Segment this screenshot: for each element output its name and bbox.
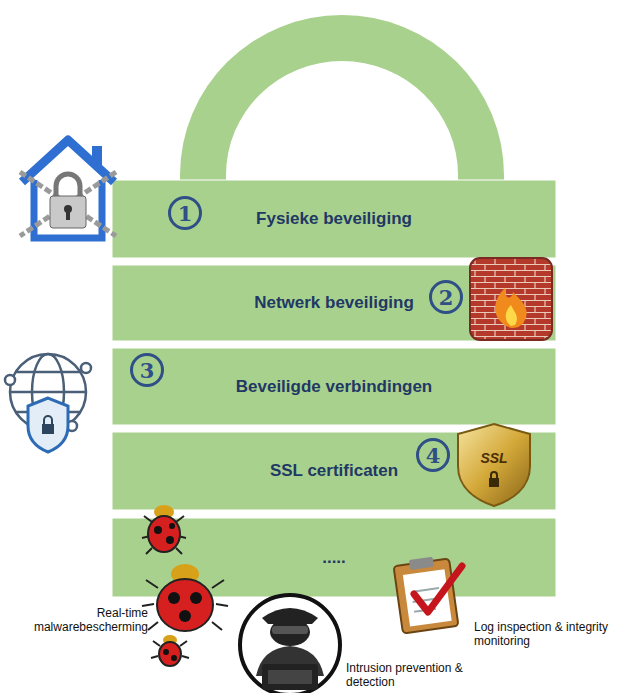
callout-number: 4 <box>416 438 450 472</box>
lock-band: SSL certificaten <box>112 432 556 510</box>
lock-band: Netwerk beveiliging <box>112 265 556 341</box>
feature-label: Intrusion prevention & detection <box>346 661 476 689</box>
feature-label: Real-time malwarebescherming <box>30 606 148 634</box>
band-label: ..... <box>322 548 346 568</box>
clipboard-icon <box>394 557 462 634</box>
callout-number: 2 <box>429 280 463 314</box>
badge-text: SSL <box>472 450 516 466</box>
feature-label: Log inspection & integrity monitoring <box>474 620 614 648</box>
callout-number: 1 <box>168 196 202 230</box>
ssl-badge-icon <box>458 424 530 506</box>
lock-band: ..... <box>112 518 556 597</box>
malware-bug-icons <box>142 505 228 666</box>
house-lock-icon <box>20 140 116 238</box>
band-label: SSL certificaten <box>270 461 398 481</box>
globe-shield-icon <box>5 354 91 452</box>
lock-band <box>112 180 556 258</box>
band-label: Netwerk beveiliging <box>254 293 414 313</box>
firewall-icon <box>470 258 552 340</box>
lock-band <box>112 348 556 425</box>
shackle <box>180 15 504 182</box>
intruder-icon <box>240 595 340 693</box>
callout-number: 3 <box>130 353 164 387</box>
band-label: Beveiligde verbindingen <box>236 377 433 397</box>
lock-band: Beveiligde verbindingen <box>112 348 556 425</box>
band-label: Fysieke beveiliging <box>256 209 412 229</box>
